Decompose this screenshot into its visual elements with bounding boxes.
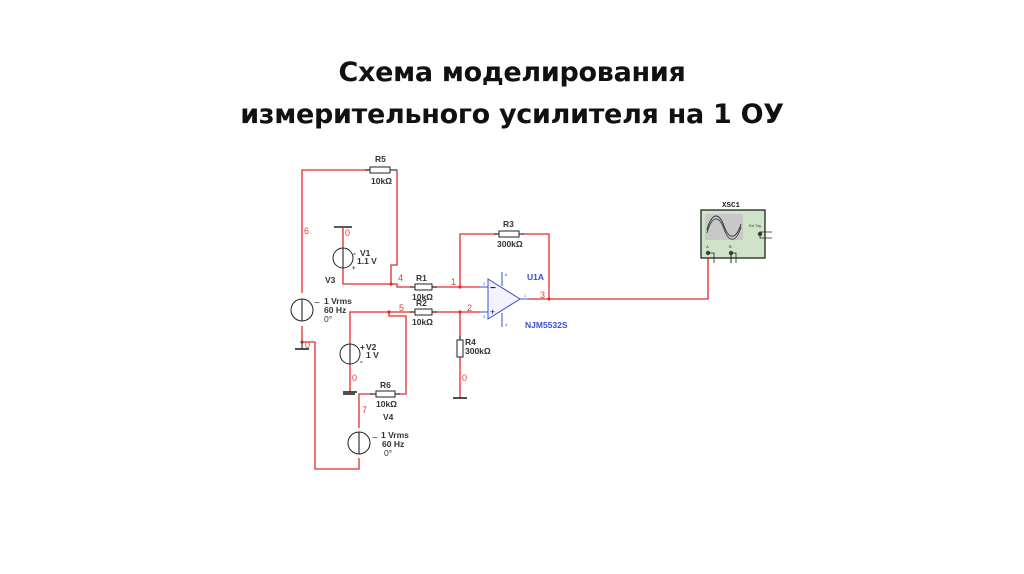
- v2-name: V2: [366, 342, 377, 352]
- v4-frequency: 60 Hz: [382, 439, 404, 449]
- wire-node-6: [301, 169, 370, 293]
- wire-r3-left: [459, 233, 497, 287]
- title-line-2: измерительного усилителя на 1 ОУ: [240, 99, 784, 130]
- v1-minus: -: [353, 248, 356, 258]
- r4-name: R4: [465, 337, 476, 347]
- scope-sine-icon: [706, 215, 742, 237]
- resistor-r2[interactable]: R2 10kΩ: [410, 298, 437, 327]
- r3-value: 300kΩ: [497, 239, 523, 249]
- node-label-0-v1: 0: [345, 228, 350, 238]
- v3-tilde: ~: [314, 298, 320, 309]
- v1-value: 1.1 V: [357, 256, 377, 266]
- wire-node-7: [358, 393, 373, 428]
- v2-minus: -: [360, 356, 363, 366]
- junction-node-3: [547, 297, 551, 301]
- wire-ground-to-v4: [302, 341, 360, 470]
- r2-value: 10kΩ: [412, 317, 433, 327]
- node-label-6: 6: [304, 226, 309, 236]
- opamp-pin-label-1: 1: [524, 293, 527, 298]
- ground-symbols: [295, 226, 467, 399]
- r1-value: 10kΩ: [412, 292, 433, 302]
- node-label-4: 4: [398, 273, 403, 283]
- v1-plus: +: [352, 266, 356, 272]
- node-label-3: 3: [540, 290, 545, 300]
- scope-channel-a-lead: [708, 252, 715, 263]
- r5-value: 10kΩ: [371, 176, 392, 186]
- wire-node-5-r6: [388, 312, 407, 395]
- node-label-0-r4: 0: [462, 373, 467, 383]
- scope-channel-b-label: B: [729, 244, 732, 249]
- r6-value: 10kΩ: [376, 399, 397, 409]
- scope-name: XSC1: [722, 202, 741, 210]
- dc-source-v1[interactable]: - V1 1.1 V +: [332, 247, 377, 272]
- v3-frequency: 60 Hz: [324, 305, 346, 315]
- junction-node-5: [387, 310, 391, 314]
- r2-name: R2: [416, 298, 427, 308]
- r6-name: R6: [380, 380, 391, 390]
- wires: [301, 169, 709, 470]
- opamp-plus: +: [490, 307, 495, 317]
- node-label-1: 1: [451, 277, 456, 287]
- resistor-r4[interactable]: R4 300kΩ: [456, 336, 491, 358]
- scope-channel-b-lead-2: [731, 252, 737, 263]
- junction-node-4: [389, 282, 393, 286]
- v4-amplitude: 1 Vrms: [381, 430, 409, 440]
- wire-node-3: [528, 256, 709, 300]
- wire-r3-right: [522, 233, 550, 299]
- v2-value: 1 V: [366, 350, 379, 360]
- slide-title: Схема моделирования измерительного усили…: [0, 52, 1024, 136]
- resistor-r3[interactable]: R3 300kΩ: [494, 219, 524, 249]
- r4-value: 300kΩ: [465, 346, 491, 356]
- opamp-minus: −: [490, 283, 496, 294]
- scope-ext-trig-lead-2: [759, 234, 772, 239]
- scope-ext-trig-lead: [759, 231, 772, 234]
- scope-ext-trig-label: Ext Trig: [749, 224, 761, 228]
- dc-source-v2[interactable]: + V2 1 V -: [339, 342, 379, 366]
- node-label-0-v2: 0: [352, 373, 357, 383]
- node-labels: 6 0 4 1 5 2 3 0 0 0 7: [304, 226, 545, 415]
- r1-name: R1: [416, 273, 427, 283]
- v4-phase: 0°: [384, 448, 392, 458]
- node-label-0-v3: 0: [305, 340, 310, 350]
- scope-channel-a-label: A: [706, 244, 709, 249]
- ac-source-v4[interactable]: ~ 1 Vrms 60 Hz 0° V4: [347, 412, 409, 458]
- opamp-pin-label-3: 3: [483, 314, 486, 319]
- node-label-7: 7: [362, 405, 367, 415]
- opamp-pin-label-4: 4: [505, 322, 508, 327]
- opamp-u1a[interactable]: − + 8 2 3 1 4 U1A NJM5532S: [480, 272, 568, 330]
- opamp-model: NJM5532S: [525, 320, 568, 330]
- v3-amplitude: 1 Vrms: [324, 296, 352, 306]
- title-line-1: Схема моделирования: [338, 57, 686, 88]
- v4-tilde: ~: [372, 433, 378, 444]
- node-label-2: 2: [467, 303, 472, 313]
- wire-r5-to-node-4: [390, 169, 413, 288]
- opamp-pin-label-2: 2: [483, 281, 486, 286]
- oscilloscope-xsc1[interactable]: XSC1 Ext Trig A B: [700, 202, 772, 263]
- opamp-name: U1A: [527, 272, 544, 282]
- opamp-pin-label-8: 8: [505, 272, 508, 277]
- wire-v1-to-node-4: [342, 268, 391, 285]
- r3-name: R3: [503, 219, 514, 229]
- wire-node-5-v2: [349, 311, 413, 345]
- junction-node-1: [458, 285, 462, 289]
- resistor-r6[interactable]: R6 10kΩ: [370, 380, 400, 409]
- node-label-5: 5: [399, 303, 404, 313]
- v3-name: V3: [325, 275, 336, 285]
- junction-node-2: [458, 310, 462, 314]
- v2-plus: +: [360, 342, 365, 352]
- v4-name: V4: [383, 412, 394, 422]
- v1-name: V1: [360, 248, 371, 258]
- resistor-r5[interactable]: R5 10kΩ: [365, 154, 397, 186]
- r5-name: R5: [375, 154, 386, 164]
- opamp-triangle: [487, 278, 521, 320]
- v3-phase: 0°: [324, 314, 332, 324]
- scope-sine-icon-2: [706, 218, 742, 240]
- ac-source-v3[interactable]: ~ 1 Vrms 60 Hz 0° V3: [290, 275, 352, 324]
- resistor-r1[interactable]: R1 10kΩ: [410, 273, 437, 302]
